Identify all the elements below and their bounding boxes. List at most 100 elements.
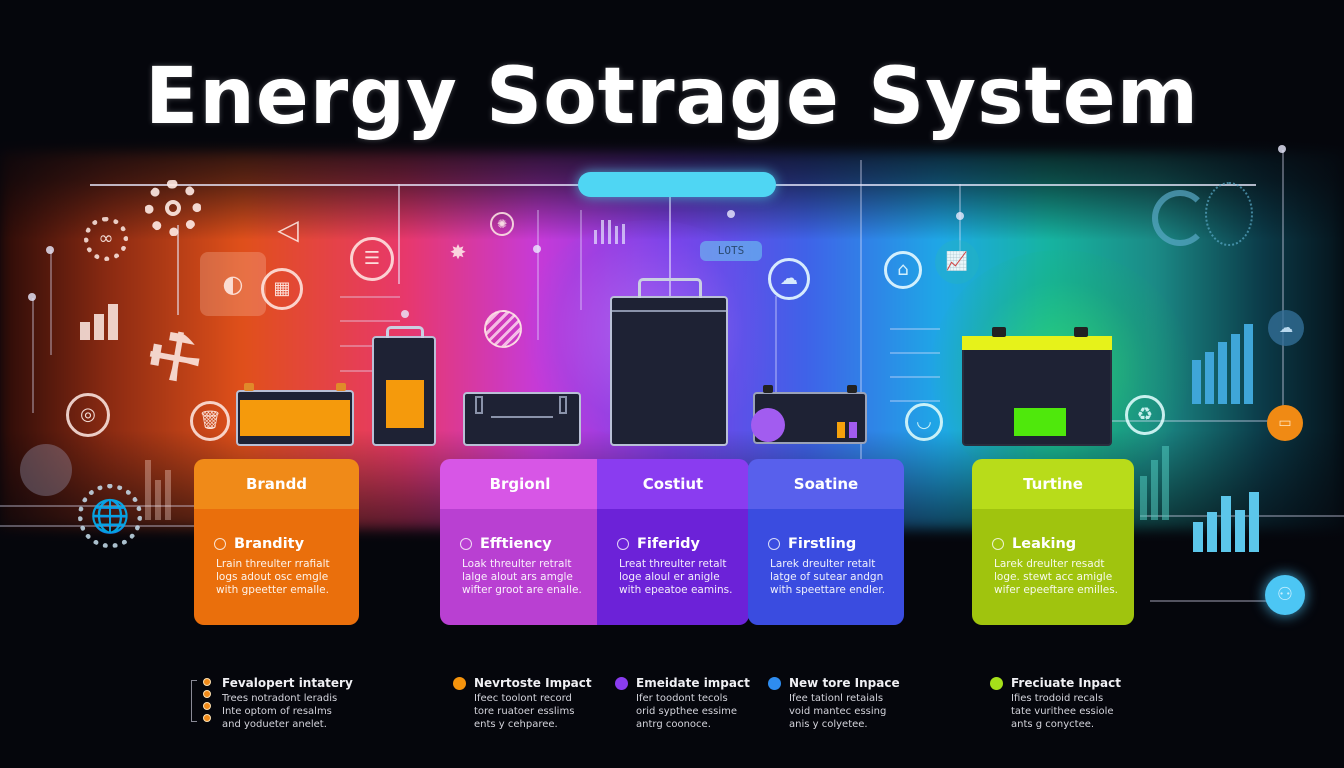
battery-handle <box>386 326 424 338</box>
virus-icon: ✺ <box>490 212 514 236</box>
bar-chart-icon <box>145 450 171 520</box>
circuit-line <box>537 210 539 340</box>
battery-indicator <box>849 422 857 438</box>
bar-chart-icon <box>1140 440 1169 520</box>
circuit-line <box>340 345 400 347</box>
recycle-icon: ♻ <box>1125 395 1165 435</box>
impact-title: Emeidate impact <box>636 676 750 690</box>
circuit-line <box>890 400 940 402</box>
bar-chart-circle-icon <box>20 444 72 496</box>
battery-label <box>240 400 350 436</box>
triangle-icon: ◁ <box>277 213 299 246</box>
circuit-line <box>1090 420 1270 422</box>
card-header: Brgionl <box>440 459 600 509</box>
battery-large-dark <box>610 278 728 446</box>
impact-title: Fevalopert intatery <box>222 676 353 690</box>
circuit-node <box>401 310 409 318</box>
calculator-icon: ▦ <box>261 268 303 310</box>
trash-icon: 🗑 <box>190 401 230 441</box>
gauge-icon <box>214 538 226 550</box>
bracket-decoration <box>191 680 197 722</box>
bucket-icon: ◡ <box>905 403 943 441</box>
card-feature: Firstling <box>788 536 857 552</box>
card-feature: Efftiency <box>480 536 552 552</box>
battery-terminal <box>244 383 254 391</box>
link-gear-icon: ∞ <box>84 217 128 261</box>
battery-purple-module <box>751 385 867 444</box>
gauge-icon <box>1152 190 1208 246</box>
circuit-line <box>890 352 940 354</box>
megaphone-icon: ◐ <box>200 252 266 316</box>
chart-icon <box>594 218 625 244</box>
card-brgionl: Brgionl Efftiency Loak threulter retralt… <box>440 459 600 625</box>
battery-latch <box>559 396 567 414</box>
circuit-line <box>860 160 862 460</box>
smile-icon <box>460 538 472 550</box>
circuit-node <box>1278 145 1286 153</box>
impact-block: Fevalopert intatery Trees notradont lera… <box>194 676 353 731</box>
battery-terminal <box>1074 327 1088 337</box>
card-header: Costiut <box>597 459 749 509</box>
card-feature: Fiferidy <box>637 536 700 552</box>
gear-icon <box>145 180 201 236</box>
battery-strip <box>491 416 553 418</box>
circuit-line <box>50 250 52 355</box>
target-icon: ◎ <box>66 393 110 437</box>
impact-title: Nevrtoste Impact <box>474 676 592 690</box>
battery-orange-tall <box>372 326 436 446</box>
battery-handle <box>638 278 702 298</box>
card-feature: Leaking <box>1012 536 1077 552</box>
green-dot-icon <box>990 676 1003 690</box>
circuit-line <box>340 320 400 322</box>
globe-gear-icon: 🌐 <box>78 484 142 548</box>
impact-title: Freciuate Inpact <box>1011 676 1121 690</box>
battery-latch <box>475 396 483 414</box>
circuit-node <box>956 212 964 220</box>
circuit-node <box>28 293 36 301</box>
circuit-line <box>669 197 671 307</box>
card-header: Turtine <box>972 459 1134 509</box>
battery-label <box>386 380 424 428</box>
circuit-line <box>340 296 400 298</box>
circuit-line <box>1282 150 1284 440</box>
card-brandd: Brandd Brandity Lrain threulter rrafialt… <box>194 459 359 625</box>
battery-purple-badge <box>751 408 785 442</box>
clock-icon <box>768 538 780 550</box>
circuit-line <box>398 184 400 284</box>
battery-terminal <box>763 385 773 393</box>
battery-terminal <box>336 383 346 391</box>
battery-indicator <box>837 422 845 438</box>
monitor-icon: ▭ <box>1267 405 1303 441</box>
bar-chart-icon <box>80 300 118 340</box>
bar-chart-icon <box>1193 490 1259 552</box>
battery-label <box>1014 408 1066 436</box>
striped-globe-icon <box>484 310 522 348</box>
cloud-icon: ☁ <box>768 258 810 300</box>
impact-title: New tore Inpace <box>789 676 900 690</box>
circuit-node <box>727 210 735 218</box>
card-header: Soatine <box>748 459 904 509</box>
circuit-line <box>1150 600 1280 602</box>
circuit-line <box>580 210 582 310</box>
document-search-icon: ☰ <box>350 237 394 281</box>
circuit-node <box>46 246 54 254</box>
home-icon: ⌂ <box>884 251 922 289</box>
circuit-line <box>959 184 961 264</box>
battery-lid-line <box>612 310 726 312</box>
circuit-line <box>32 298 34 413</box>
battery-terminal <box>992 327 1006 337</box>
battery-black-case <box>463 392 581 446</box>
card-feature: Brandity <box>234 536 305 552</box>
